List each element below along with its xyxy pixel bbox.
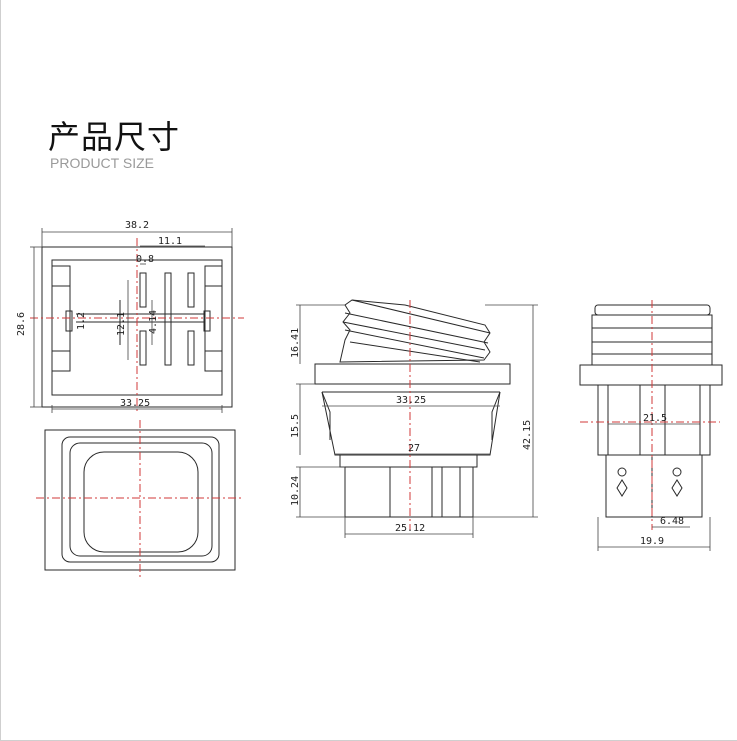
page-subtitle: PRODUCT SIZE [50,155,154,171]
dim-end-base: 19.9 [640,536,664,547]
dim-top-pin: 0.8 [136,254,154,265]
side-view [314,299,511,518]
dim-side-total: 42.15 [522,420,533,450]
dim-side-body: 27 [408,443,420,454]
dim-top-pin-width: 1.2 [76,312,87,330]
dim-end-terminal: 6.48 [660,516,684,527]
dim-top-height: 28.6 [16,312,27,336]
dim-top-inner: 11.1 [158,236,182,247]
end-view [579,304,723,518]
page-title: 产品尺寸 [48,118,181,156]
dim-top-inner-height: 12.1 [116,312,127,336]
top-view-outer [41,246,233,408]
dim-end-inner: 21.5 [643,413,667,424]
dim-side-h2: 15.5 [290,414,301,438]
dim-side-base: 25.12 [395,523,425,534]
dim-side-h1: 16.41 [290,328,301,358]
dim-top-pin-gap: 4.14 [148,310,159,334]
dim-side-h3: 10.24 [290,476,301,506]
dim-side-flange: 33.25 [396,395,426,406]
dim-top-base: 33.25 [120,398,150,409]
dim-top-width: 38.2 [125,220,149,231]
